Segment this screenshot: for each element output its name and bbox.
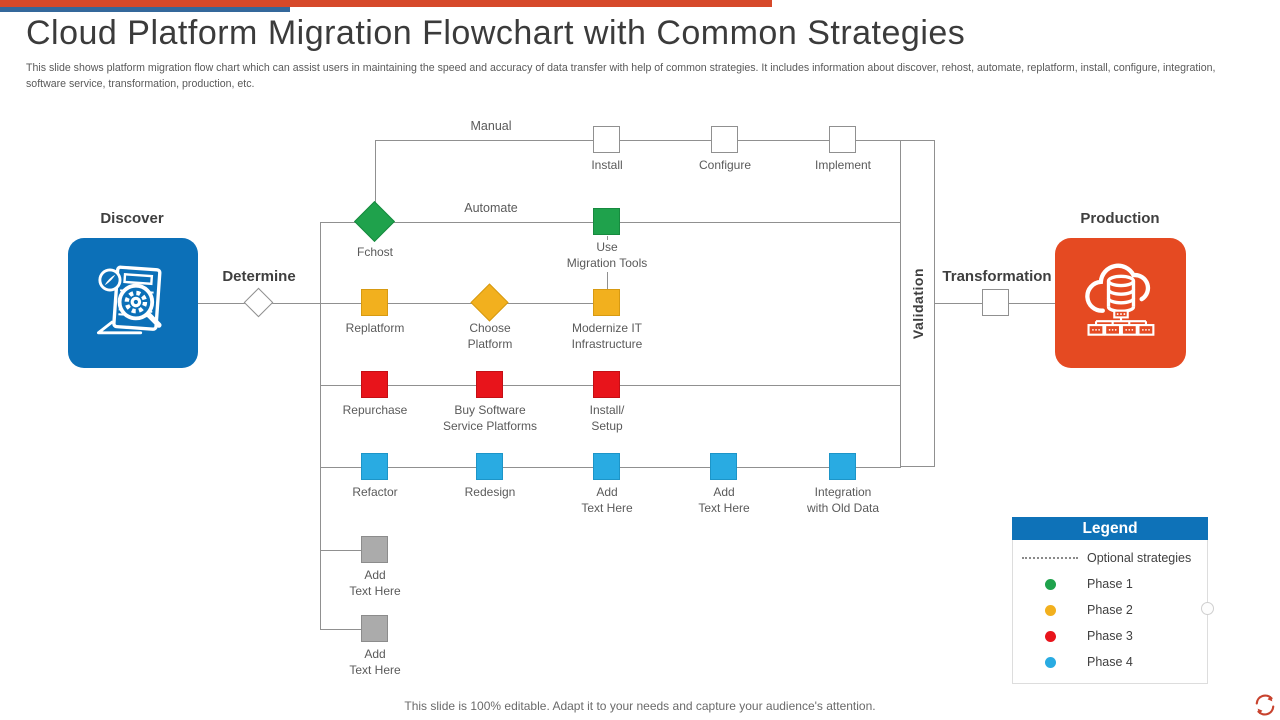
manual-path-line: [375, 140, 902, 141]
manual-path-label: Manual: [470, 119, 512, 133]
manual-drop-line: [375, 140, 376, 208]
top-accent-bar-red: [0, 0, 772, 7]
production-label: Production: [1080, 210, 1160, 227]
page-title: Cloud Platform Migration Flowchart with …: [26, 14, 966, 52]
cloud-network-icon: [1084, 263, 1154, 336]
phase3-dot: [1044, 630, 1056, 642]
node-add-text-1-label: Add Text Here: [581, 485, 633, 515]
automate-path-label: Automate: [464, 201, 518, 215]
optional-stub-line-2: [320, 629, 362, 630]
dotted-line-marker: [1022, 557, 1078, 559]
node-optional-2-label: Add Text Here: [349, 647, 401, 677]
node-fchost-label: Fchost: [356, 245, 393, 259]
page-subtitle: This slide shows platform migration flow…: [26, 62, 1216, 90]
phase2-dot: [1044, 604, 1056, 616]
legend-item-phase3: Phase 3: [1013, 623, 1207, 649]
determine-diamond: [243, 287, 274, 318]
legend-title: Legend: [1012, 517, 1208, 540]
node-install-setup-square: [593, 371, 620, 398]
legend-item-label: Phase 4: [1087, 655, 1133, 669]
node-install-setup-label: Install/ Setup: [589, 403, 625, 433]
node-refactor-label: Refactor: [352, 485, 398, 499]
legend-item-phase4: Phase 4: [1013, 649, 1207, 675]
node-redesign-square: [476, 453, 503, 480]
legend-item-label: Phase 1: [1087, 577, 1133, 591]
trunk-line: [320, 222, 321, 630]
node-integration-square: [829, 453, 856, 480]
node-buy-software-label: Buy Software Service Platforms: [442, 403, 538, 433]
node-add-text-2-label: Add Text Here: [698, 485, 750, 515]
phase4-dot: [1044, 656, 1056, 668]
transformation-label: Transformation: [942, 268, 1052, 285]
node-repurchase-label: Repurchase: [342, 403, 408, 417]
validation-box: Validation: [900, 140, 935, 467]
node-integration-label: Integration with Old Data: [806, 485, 880, 515]
node-choose-platform-label: Choose Platform: [467, 321, 513, 351]
phase2-line: [320, 303, 608, 304]
top-accent-bar-blue: [0, 7, 290, 12]
node-implement-square: [829, 126, 856, 153]
legend-item-optional: Optional strategies: [1013, 545, 1207, 571]
production-card: [1055, 238, 1186, 368]
node-install-square: [593, 126, 620, 153]
node-redesign-label: Redesign: [464, 485, 516, 499]
validation-label: Validation: [909, 267, 926, 340]
selection-handle: [1201, 602, 1214, 615]
node-modernize-label: Modernize IT Infrastructure: [571, 321, 643, 351]
node-use-migration-tools-square: [593, 208, 620, 235]
node-optional-1-square: [361, 536, 388, 563]
footer-note: This slide is 100% editable. Adapt it to…: [404, 699, 876, 713]
node-configure-square: [711, 126, 738, 153]
determine-label: Determine: [222, 268, 296, 285]
node-install-label: Install: [591, 158, 623, 172]
node-repurchase-square: [361, 371, 388, 398]
node-add-text-2-square: [710, 453, 737, 480]
document-search-icon: [97, 265, 162, 335]
node-implement-label: Implement: [814, 158, 872, 172]
discover-label: Discover: [100, 210, 164, 227]
legend-body: Optional strategies Phase 1 Phase 2 Phas…: [1012, 540, 1208, 684]
legend-item-label: Phase 2: [1087, 603, 1133, 617]
node-choose-platform-diamond: [470, 283, 509, 322]
transformation-square: [982, 289, 1009, 316]
node-fchost-diamond: [353, 200, 396, 243]
node-add-text-1-square: [593, 453, 620, 480]
node-refactor-square: [361, 453, 388, 480]
node-modernize-square: [593, 289, 620, 316]
refresh-icon: [1255, 694, 1275, 716]
node-replatform-label: Replatform: [345, 321, 405, 335]
node-optional-1-label: Add Text Here: [349, 568, 401, 598]
optional-stub-line-1: [320, 550, 362, 551]
legend-item-phase1: Phase 1: [1013, 571, 1207, 597]
legend-panel: Legend Optional strategies Phase 1 Phase…: [1012, 517, 1208, 684]
node-replatform-square: [361, 289, 388, 316]
discover-card: [68, 238, 198, 368]
node-configure-label: Configure: [698, 158, 752, 172]
legend-item-label: Optional strategies: [1087, 551, 1192, 565]
legend-item-phase2: Phase 2: [1013, 597, 1207, 623]
node-optional-2-square: [361, 615, 388, 642]
legend-item-label: Phase 3: [1087, 629, 1133, 643]
phase1-dot: [1044, 578, 1056, 590]
node-buy-software-square: [476, 371, 503, 398]
node-use-migration-tools-label: Use Migration Tools: [551, 240, 663, 272]
